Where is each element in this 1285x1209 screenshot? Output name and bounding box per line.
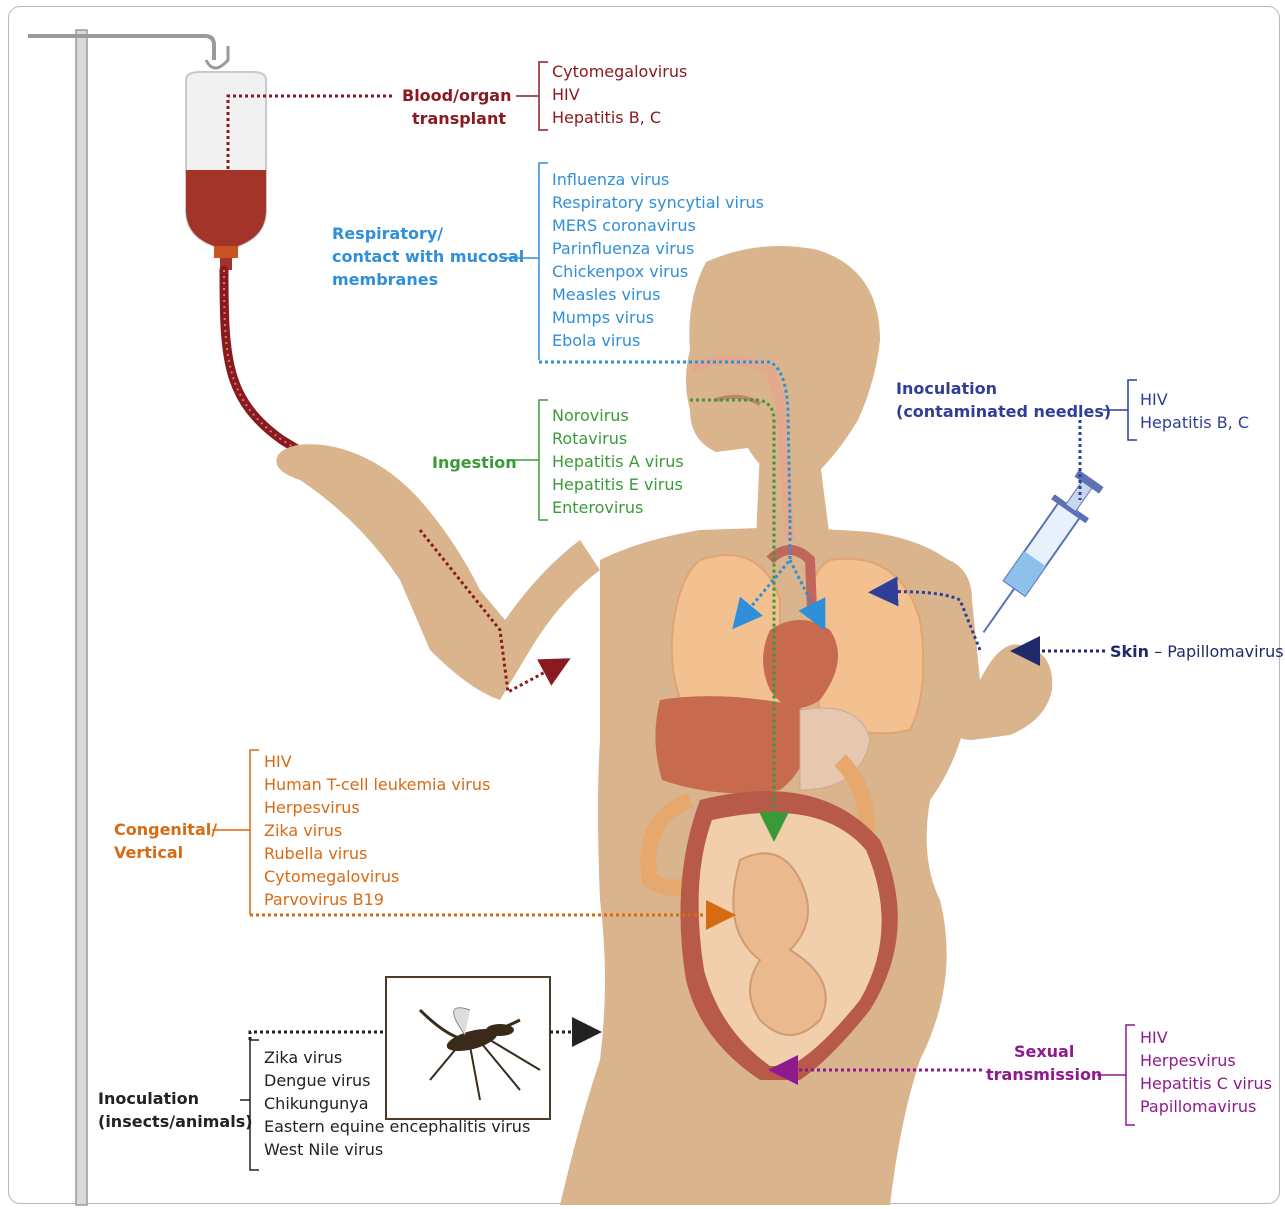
virus-item: HIV (552, 83, 687, 106)
virus-item: Herpesvirus (264, 796, 490, 819)
virus-item: Hepatitis B, C (552, 106, 687, 129)
virus-item: Dengue virus (264, 1069, 530, 1092)
virus-item: Papillomavirus (1140, 1095, 1272, 1118)
virus-item: Human T-cell leukemia virus (264, 773, 490, 796)
virus-item: HIV (264, 750, 490, 773)
route-label-ingestion: Ingestion (432, 451, 517, 474)
virus-item: HIV (1140, 1026, 1272, 1049)
virus-item: Cytomegalovirus (552, 60, 687, 83)
virus-item: Chickenpox virus (552, 260, 764, 283)
virus-item: Hepatitis A virus (552, 450, 684, 473)
virus-list-insects: Zika virus Dengue virus Chikungunya East… (264, 1046, 530, 1161)
virus-item: Parinfluenza virus (552, 237, 764, 260)
virus-item: Mumps virus (552, 306, 764, 329)
virus-item: West Nile virus (264, 1138, 530, 1161)
route-label-sexual: Sexual transmission (986, 1040, 1102, 1086)
virus-item: Ebola virus (552, 329, 764, 352)
virus-item: Measles virus (552, 283, 764, 306)
virus-item: Cytomegalovirus (264, 865, 490, 888)
virus-list-needles: HIV Hepatitis B, C (1140, 388, 1249, 434)
virus-item: Hepatitis B, C (1140, 411, 1249, 434)
virus-item: Norovirus (552, 404, 684, 427)
virus-item: Rotavirus (552, 427, 684, 450)
virus-item: MERS coronavirus (552, 214, 764, 237)
route-label-needles: Inoculation (contaminated needles) (896, 377, 1111, 423)
iv-bag (186, 72, 266, 270)
virus-item: Zika virus (264, 1046, 530, 1069)
route-label-skin: Skin – Papillomavirus (1110, 640, 1284, 663)
virus-list-blood: Cytomegalovirus HIV Hepatitis B, C (552, 60, 687, 129)
route-label-respiratory: Respiratory/ contact with mucosal membra… (332, 222, 524, 291)
internal-organs (648, 360, 923, 1080)
route-label-insects: Inoculation (insects/animals) (98, 1087, 253, 1133)
virus-item: Chikungunya (264, 1092, 530, 1115)
virus-item: Herpesvirus (1140, 1049, 1272, 1072)
virus-item: Rubella virus (264, 842, 490, 865)
virus-list-respiratory: Influenza virus Respiratory syncytial vi… (552, 168, 764, 352)
virus-item: Enterovirus (552, 496, 684, 519)
virus-item: Respiratory syncytial virus (552, 191, 764, 214)
virus-item: Hepatitis E virus (552, 473, 684, 496)
route-label-congenital: Congenital/ Vertical (114, 818, 217, 864)
virus-item: HIV (1140, 388, 1249, 411)
route-label-blood: Blood/organ transplant (402, 84, 506, 130)
virus-item: Zika virus (264, 819, 490, 842)
virus-item: Hepatitis C virus (1140, 1072, 1272, 1095)
virus-item: Influenza virus (552, 168, 764, 191)
virus-list-congenital: HIV Human T-cell leukemia virus Herpesvi… (264, 750, 490, 911)
virus-item: Papillomavirus (1167, 642, 1283, 661)
syringe (966, 466, 1108, 644)
virus-item: Eastern equine encephalitis virus (264, 1115, 530, 1138)
virus-list-sexual: HIV Herpesvirus Hepatitis C virus Papill… (1140, 1026, 1272, 1118)
virus-item: Parvovirus B19 (264, 888, 490, 911)
virus-list-ingestion: Norovirus Rotavirus Hepatitis A virus He… (552, 404, 684, 519)
